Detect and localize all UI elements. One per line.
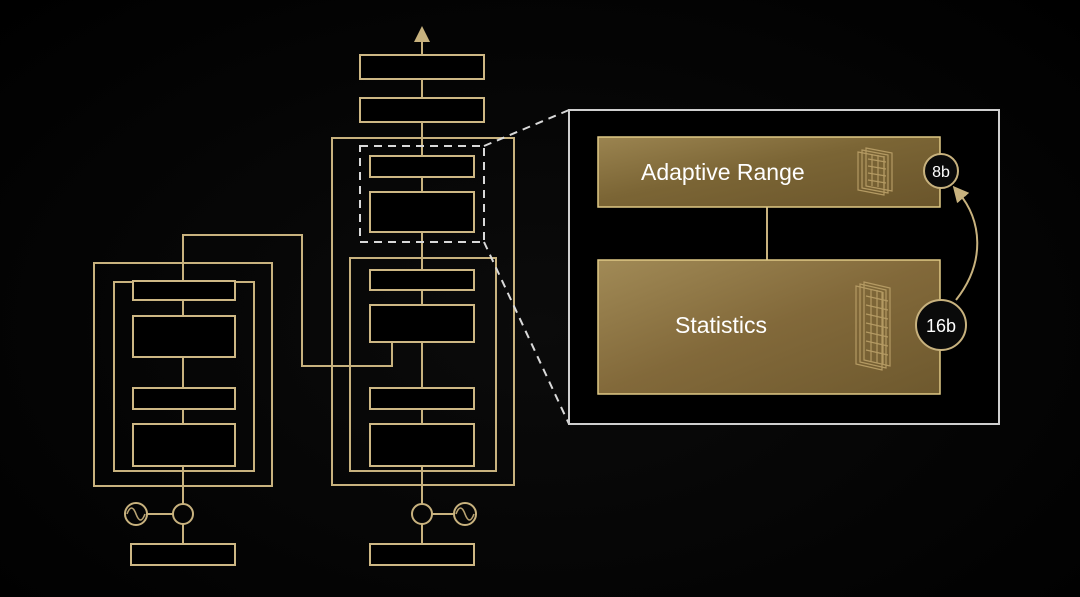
left-block-3	[132, 387, 236, 410]
zoom-connector-bottom	[483, 241, 570, 425]
memory-stack-icon	[855, 281, 891, 371]
zoom-highlight	[359, 145, 485, 243]
bit-badge-8b	[923, 153, 959, 189]
left-stack	[93, 234, 393, 566]
main-block-1	[369, 155, 475, 178]
statistics-block	[597, 259, 941, 395]
main-block-3	[369, 269, 475, 291]
main-block-5	[369, 387, 475, 410]
sine-wave-icon	[453, 502, 477, 526]
sine-wave-icon	[124, 502, 148, 526]
add-node-icon	[411, 503, 433, 525]
left-block-2	[132, 315, 236, 358]
main-output-block-1	[359, 54, 485, 80]
left-block-1	[132, 280, 236, 301]
curved-arrow-icon	[952, 185, 979, 301]
zoom-connector-top	[483, 109, 570, 147]
left-block-4	[132, 423, 236, 467]
left-input-block	[130, 543, 236, 566]
add-node-icon	[172, 503, 194, 525]
statistics-label: Statistics	[675, 312, 767, 338]
memory-stack-icon	[857, 147, 893, 196]
main-block-6	[369, 423, 475, 467]
main-stack	[331, 26, 515, 566]
main-block-2	[369, 191, 475, 233]
main-output-block-2	[359, 97, 485, 123]
detail-panel: Adaptive Range 8b	[568, 109, 1000, 425]
cross-connector	[182, 234, 393, 367]
bit-badge-16b-label: 16b	[926, 316, 956, 336]
bit-badge-8b-label: 8b	[932, 164, 950, 181]
adaptive-range-label: Adaptive Range	[641, 159, 805, 185]
bit-badge-16b	[915, 299, 967, 351]
main-block-4	[369, 304, 475, 343]
main-input-block	[369, 543, 475, 566]
